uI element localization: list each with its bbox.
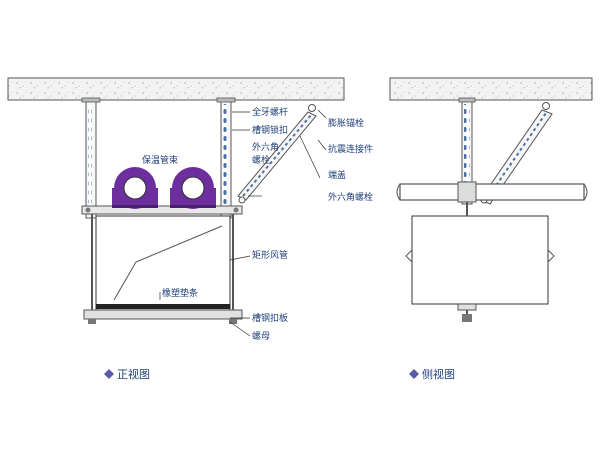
label-seismic-connector: 抗震连接件 — [328, 143, 373, 155]
rubber-pad — [96, 304, 230, 309]
leader-lines-front — [159, 109, 327, 337]
label-channel-clamp-top: 槽钢锁扣 — [252, 124, 288, 136]
left-channel-strut — [81, 97, 101, 219]
label-hex-bolt-1: 外六角 — [252, 141, 279, 153]
caption-front-view: 正视图 — [117, 367, 150, 381]
label-full-thread-rod: 全牙螺杆 — [252, 106, 288, 118]
ceiling-slab-side — [389, 77, 593, 101]
right-channel-strut — [216, 97, 236, 219]
front-view: 全牙螺杆 槽钢锁扣 外六角 螺栓 膨胀锚栓 抗震连接件 端盖 外六角螺栓 保温管… — [7, 77, 373, 381]
rectangular-duct — [95, 215, 231, 311]
side-duct — [405, 215, 555, 305]
upper-crossarm — [81, 205, 243, 215]
side-view: 侧视图 — [389, 77, 593, 381]
label-insulated-pipe-clamp: 保温管束 — [142, 154, 178, 166]
pipe-clamp-right — [170, 167, 216, 209]
label-hex-bolt-2: 外六角螺栓 — [328, 191, 373, 203]
ceiling-slab-front — [7, 77, 345, 101]
label-expansion-bolt: 膨胀锚栓 — [328, 117, 364, 129]
label-nut: 螺母 — [252, 331, 270, 342]
diagonal-brace-front — [237, 104, 317, 204]
side-pipe — [396, 181, 588, 203]
label-hex-bolt-1b: 螺栓 — [252, 154, 270, 166]
caption-side-view: 侧视图 — [422, 367, 455, 381]
label-channel-clamp-plate: 槽钢扣板 — [252, 312, 288, 324]
bottom-crossarm — [83, 309, 243, 320]
label-rubber-pad: 橡塑垫条 — [162, 287, 198, 299]
label-rect-duct: 矩形风管 — [252, 249, 288, 261]
pipe-clamp-left — [112, 167, 158, 209]
label-end-cap: 端盖 — [328, 169, 346, 181]
